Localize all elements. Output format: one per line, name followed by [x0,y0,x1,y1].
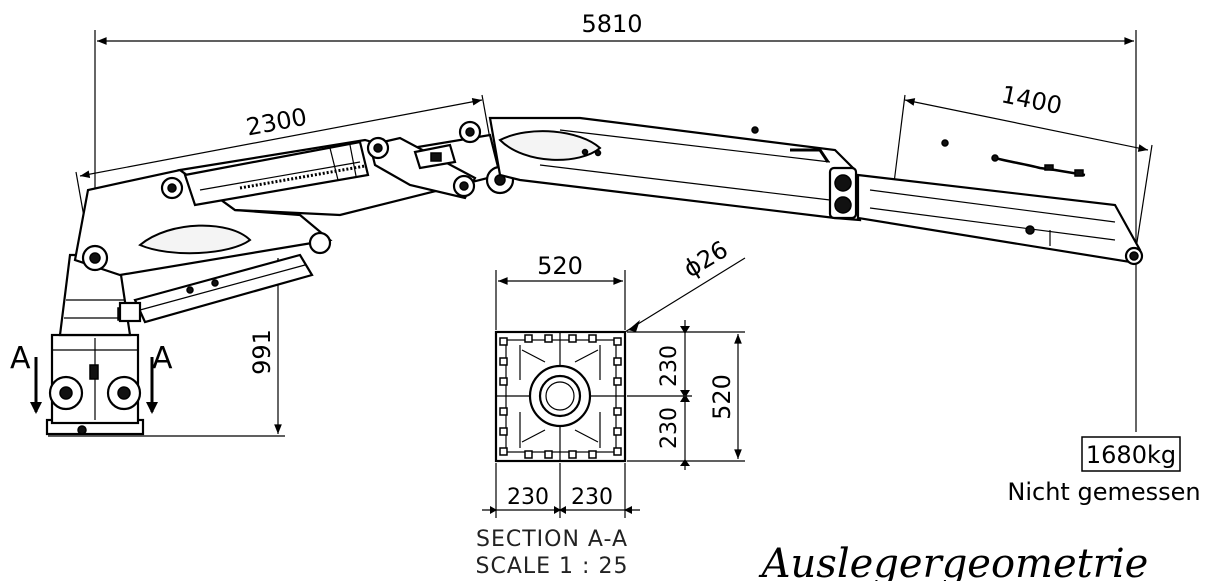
dim-label-230-top: 230 [657,345,682,387]
section-scale: SCALE 1 : 25 [476,554,629,579]
dimension-total-length: 5810 [94,10,1137,432]
dim-label-230-bottom: 230 [657,407,682,449]
crane-base [45,253,145,436]
dim-label-230-left: 230 [507,485,549,510]
dimension-column-height: 991 [48,258,285,437]
dim-label-1400: 1400 [999,80,1064,120]
dim-label-2300: 2300 [244,103,309,142]
load-weight: 1680kg [1086,441,1176,469]
dim-label-5810: 5810 [581,10,642,38]
drawing-caption: Auslegergeometrie [758,541,1149,581]
section-a-a-view: 520 ϕ26 [476,235,746,579]
load-annotation: 1680kg Nicht gemessen [1007,436,1201,506]
section-marker-left: A [10,341,31,376]
section-title: SECTION A-A [476,527,628,552]
outer-boom [488,116,862,222]
dim-label-991: 991 [248,329,276,375]
extension-boom [856,139,1144,266]
dim-label-520-height: 520 [708,374,736,420]
main-boom [73,120,515,324]
dim-label-230-right: 230 [571,485,613,510]
dim-label-bolt-hole: ϕ26 [679,235,733,283]
section-marker-right: A [152,341,173,376]
load-note: Nicht gemessen [1007,478,1200,506]
dim-label-520-width: 520 [537,252,583,280]
section-markers: A A [10,341,173,414]
